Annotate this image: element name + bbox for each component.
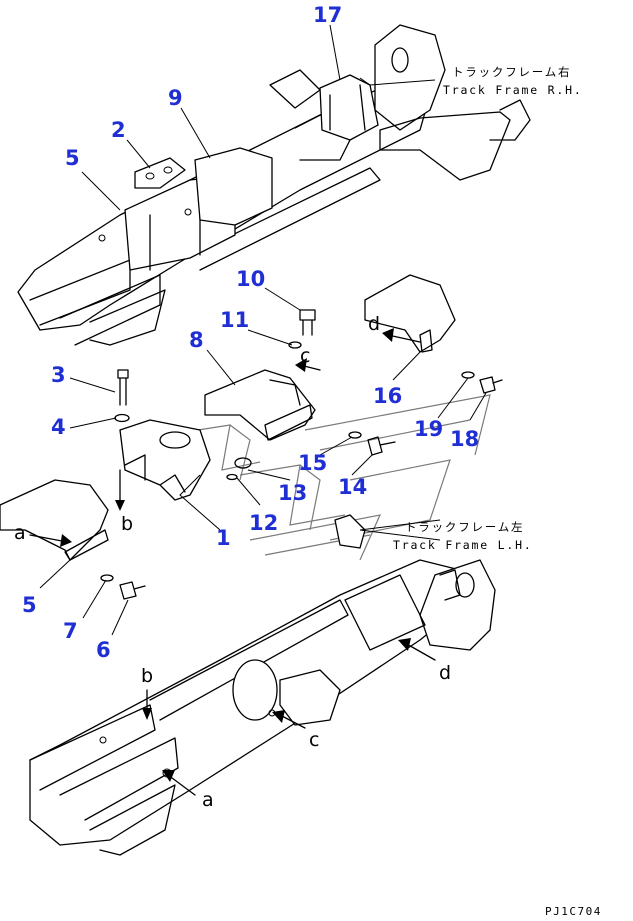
part-number-1: 1 xyxy=(216,526,231,550)
cover-part-5-lower xyxy=(0,479,109,561)
cover-part-8 xyxy=(204,369,316,441)
cover-part-16 xyxy=(364,274,456,353)
track-frame-lh xyxy=(29,514,496,856)
part-number-15: 15 xyxy=(298,451,327,475)
ref-letter-c-top: c xyxy=(300,345,310,367)
frame-label-lh-en: Track Frame L.H. xyxy=(393,538,533,552)
part-number-11: 11 xyxy=(220,308,249,332)
part-numbers: 5 2 9 17 10 11 8 3 4 16 19 18 15 14 13 1… xyxy=(22,3,479,662)
part-number-16: 16 xyxy=(373,384,402,408)
part-number-10: 10 xyxy=(236,267,265,291)
part-number-19: 19 xyxy=(414,417,443,441)
reference-letters: c d b a b c a d xyxy=(14,313,451,811)
part-number-9: 9 xyxy=(168,86,183,110)
reference-arrows xyxy=(29,328,436,796)
part-number-14: 14 xyxy=(338,475,367,499)
ref-letter-d-bottom: d xyxy=(439,662,451,684)
frame-label-rh-en: Track Frame R.H. xyxy=(443,83,583,97)
bracket-part-1 xyxy=(119,419,211,501)
part-number-3: 3 xyxy=(51,363,66,387)
part-number-2: 2 xyxy=(111,118,126,142)
ref-letter-b-top: b xyxy=(121,513,133,535)
bolts-and-washers xyxy=(100,309,503,600)
frame-label-rh: トラックフレーム右 Track Frame R.H. xyxy=(443,65,583,97)
part-number-5-top: 5 xyxy=(65,146,80,170)
frame-label-lh-jp: トラックフレーム左 xyxy=(405,520,524,534)
frame-label-rh-jp: トラックフレーム右 xyxy=(452,65,571,79)
leader-lines xyxy=(39,24,487,636)
ref-letter-b-bottom: b xyxy=(141,665,153,687)
part-number-13: 13 xyxy=(278,481,307,505)
part-number-18: 18 xyxy=(450,427,479,451)
part-number-7: 7 xyxy=(63,619,78,643)
ref-letter-d-top: d xyxy=(368,313,380,335)
ref-letter-a-top: a xyxy=(14,522,26,544)
ref-letter-c-bottom: c xyxy=(309,729,319,751)
part-number-6: 6 xyxy=(96,638,111,662)
part-number-5-bottom: 5 xyxy=(22,593,37,617)
watermark-logo xyxy=(197,394,491,561)
frame-label-lh: トラックフレーム左 Track Frame L.H. xyxy=(393,520,533,552)
ref-letter-a-bottom: a xyxy=(202,789,214,811)
part-number-8: 8 xyxy=(189,328,204,352)
part-number-17: 17 xyxy=(313,3,342,27)
track-frame-rh xyxy=(17,24,531,346)
part-number-12: 12 xyxy=(249,511,278,535)
part-number-4: 4 xyxy=(51,415,66,439)
drawing-code: PJ1C704 xyxy=(545,905,602,918)
